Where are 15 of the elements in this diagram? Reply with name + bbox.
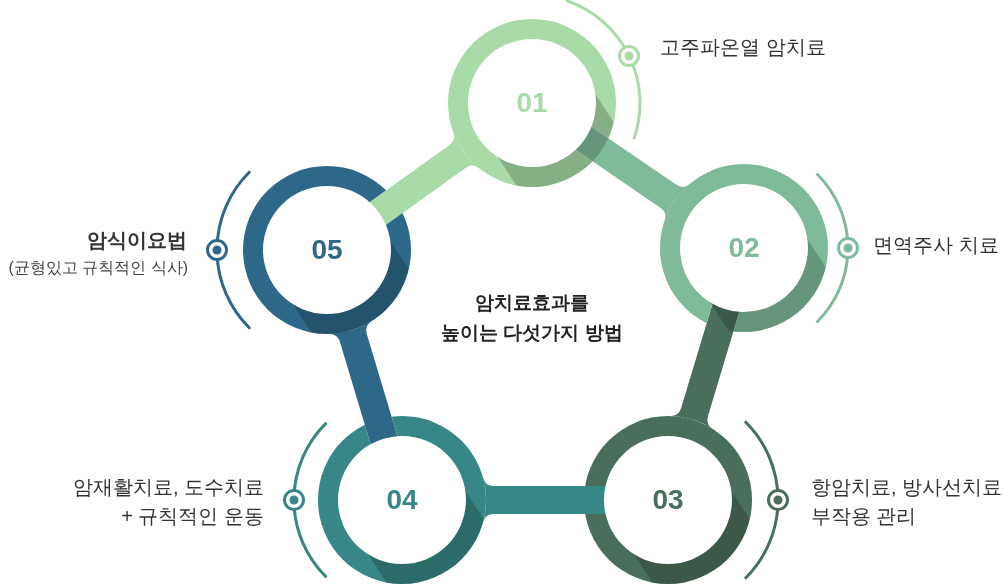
step-label: 암식이요법 bbox=[87, 228, 187, 253]
title: 암치료효과를 높이는 다섯가지 방법 bbox=[440, 291, 624, 345]
step-number: 05 bbox=[311, 236, 343, 264]
numbered-ring bbox=[243, 166, 411, 334]
step-label: 면역주사 치료 bbox=[873, 233, 999, 258]
numbered-ring bbox=[584, 416, 752, 584]
step-subtitle: (균형있고 규칙적인 식사) bbox=[8, 258, 188, 278]
step-number: 04 bbox=[386, 486, 418, 514]
step-number: 01 bbox=[516, 89, 548, 117]
step-number: 02 bbox=[728, 234, 760, 262]
step-number: 03 bbox=[652, 486, 684, 514]
step-label: 항암치료, 방사선치료 부작용 관리 bbox=[811, 475, 1002, 529]
step-label: 암재활치료, 도수치료 + 규칙적인 운동 bbox=[72, 475, 264, 529]
numbered-ring bbox=[318, 416, 486, 584]
step-label: 고주파온열 암치료 bbox=[660, 35, 826, 60]
